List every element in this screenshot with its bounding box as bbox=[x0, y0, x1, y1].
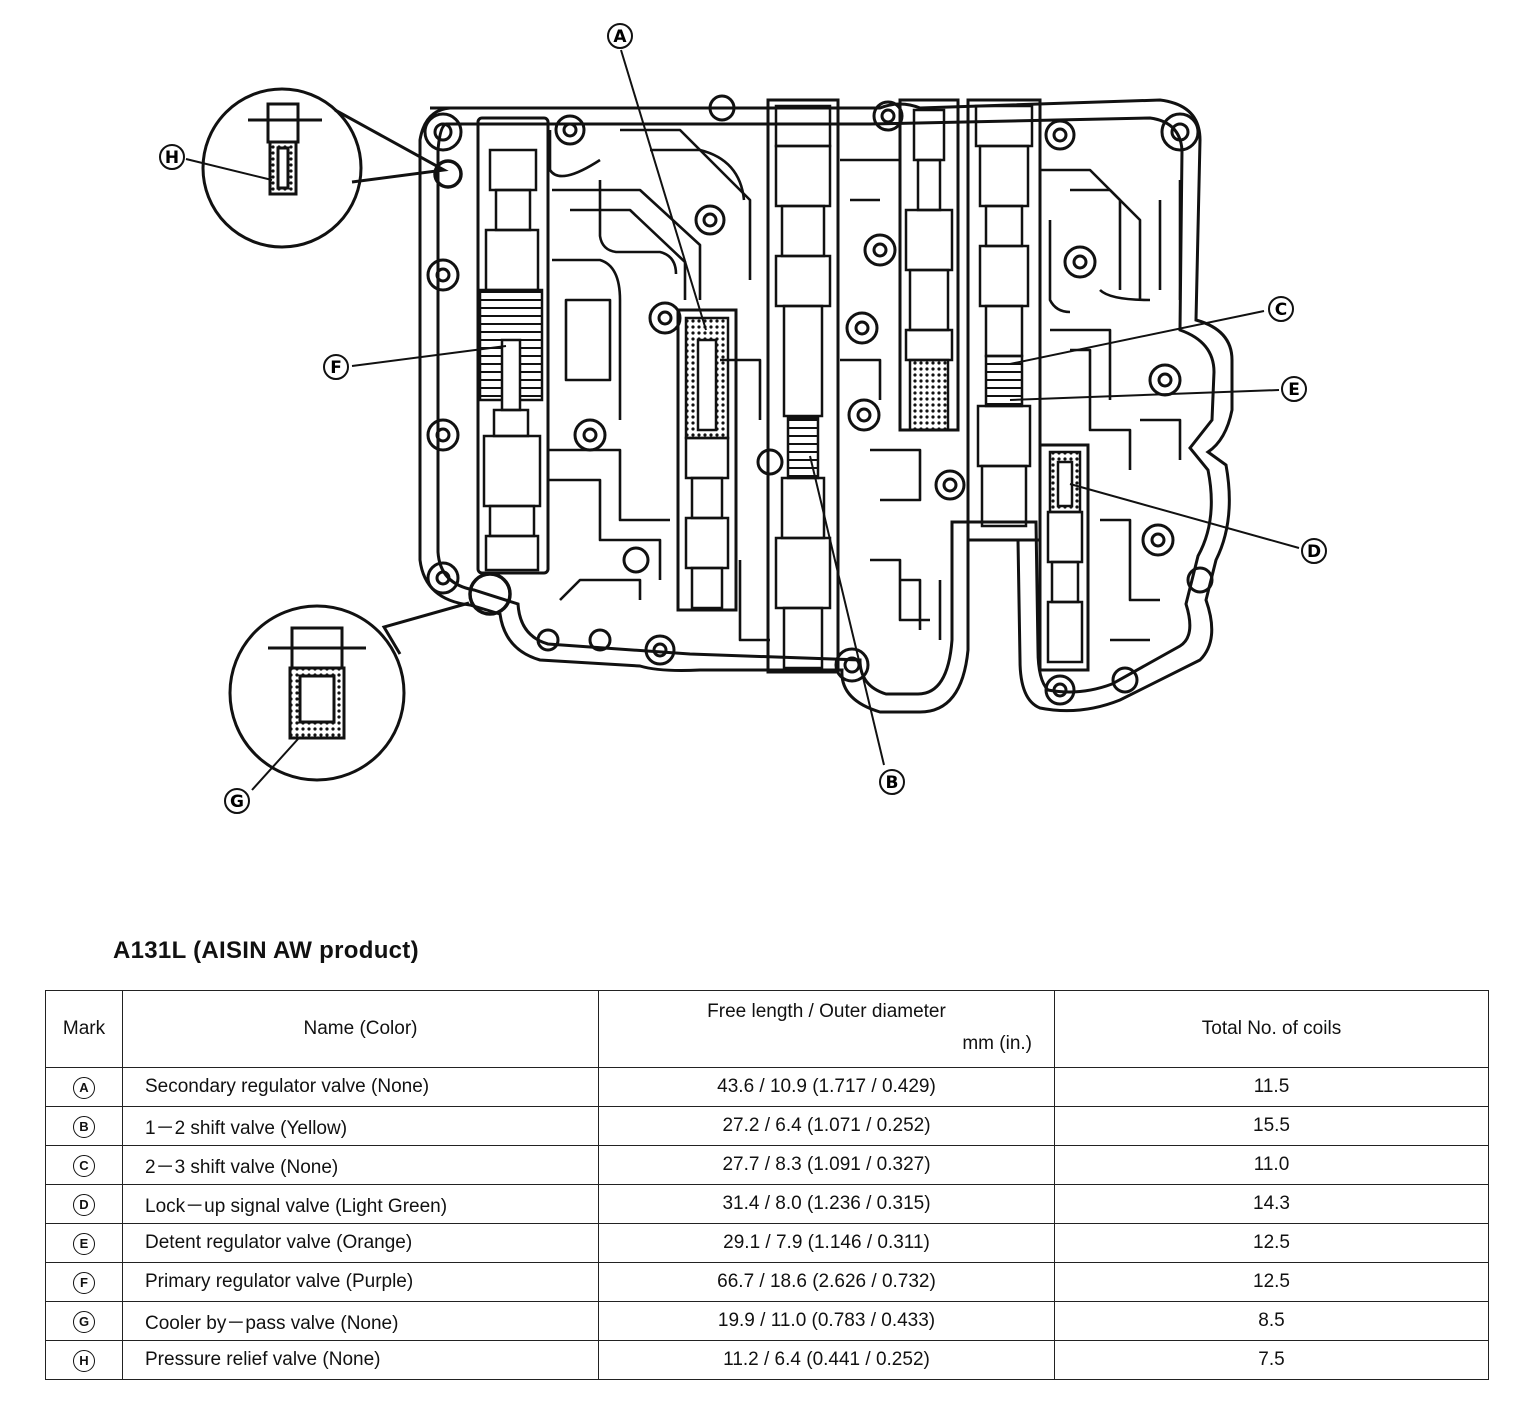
table-title: A131L (AISIN AW product) bbox=[113, 937, 419, 964]
row-name: 2－3 shift valve (None) bbox=[122, 1145, 599, 1185]
row-name: Cooler by－pass valve (None) bbox=[122, 1301, 599, 1341]
primary-regulator-valve bbox=[478, 148, 544, 572]
callout-F: F bbox=[323, 354, 349, 380]
row-mark-cell: D bbox=[45, 1184, 123, 1224]
svg-text:H: H bbox=[165, 148, 179, 168]
row-length: 27.2 / 6.4 (1.071 / 0.252) bbox=[598, 1106, 1055, 1146]
row-name: 1－2 shift valve (Yellow) bbox=[122, 1106, 599, 1146]
table-row: H Pressure relief valve (None) 11.2 / 6.… bbox=[45, 1340, 1489, 1380]
row-length: 43.6 / 10.9 (1.717 / 0.429) bbox=[598, 1067, 1055, 1107]
table-row: E Detent regulator valve (Orange) 29.1 /… bbox=[45, 1223, 1489, 1263]
row-coils: 15.5 bbox=[1054, 1106, 1489, 1146]
table-row: F Primary regulator valve (Purple) 66.7 … bbox=[45, 1262, 1489, 1302]
mark-circle: H bbox=[73, 1349, 95, 1372]
bolt-holes bbox=[423, 94, 1214, 706]
svg-text:A: A bbox=[613, 27, 627, 47]
mark-circle: B bbox=[73, 1115, 95, 1138]
row-name: Secondary regulator valve (None) bbox=[122, 1067, 599, 1107]
table-row: D Lock－up signal valve (Light Green) 31.… bbox=[45, 1184, 1489, 1224]
center-valve bbox=[904, 108, 954, 432]
row-mark-cell: F bbox=[45, 1262, 123, 1302]
row-name: Lock－up signal valve (Light Green) bbox=[122, 1184, 599, 1224]
row-mark-cell: H bbox=[45, 1340, 123, 1380]
row-length: 19.9 / 11.0 (0.783 / 0.433) bbox=[598, 1301, 1055, 1341]
svg-text:F: F bbox=[330, 358, 342, 378]
valve-body-diagram: A B C D E F G H bbox=[159, 23, 1327, 814]
row-name: Detent regulator valve (Orange) bbox=[122, 1223, 599, 1263]
row-mark-cell: E bbox=[45, 1223, 123, 1263]
fluid-passages bbox=[548, 128, 1182, 642]
svg-text:E: E bbox=[1288, 380, 1300, 400]
row-coils: 11.0 bbox=[1054, 1145, 1489, 1185]
callout-A: A bbox=[607, 23, 633, 49]
row-coils: 14.3 bbox=[1054, 1184, 1489, 1224]
mark-circle: E bbox=[73, 1232, 95, 1255]
row-mark-cell: G bbox=[45, 1301, 123, 1341]
two-three-shift-valve bbox=[974, 104, 1034, 528]
mark-circle: G bbox=[73, 1310, 95, 1333]
table-row: C 2－3 shift valve (None) 27.7 / 8.3 (1.0… bbox=[45, 1145, 1489, 1185]
header-length-line1: Free length / Outer diameter bbox=[707, 1001, 946, 1022]
callout-G: G bbox=[224, 788, 250, 814]
row-length: 31.4 / 8.0 (1.236 / 0.315) bbox=[598, 1184, 1055, 1224]
mark-circle: C bbox=[73, 1154, 95, 1177]
mark-circle: D bbox=[73, 1193, 95, 1216]
leader-lines bbox=[185, 49, 1300, 791]
header-name: Name (Color) bbox=[122, 990, 599, 1068]
svg-text:G: G bbox=[230, 792, 244, 812]
secondary-regulator-valve bbox=[684, 316, 730, 610]
header-mark: Mark bbox=[45, 990, 123, 1068]
inset-cooler-bypass-valve bbox=[228, 601, 470, 782]
row-length: 66.7 / 18.6 (2.626 / 0.732) bbox=[598, 1262, 1055, 1302]
row-mark-cell: C bbox=[45, 1145, 123, 1185]
header-length: Free length / Outer diameter mm (in.) bbox=[598, 990, 1055, 1068]
header-length-unit: mm (in.) bbox=[962, 1033, 1032, 1054]
row-name: Primary regulator valve (Purple) bbox=[122, 1262, 599, 1302]
row-coils: 11.5 bbox=[1054, 1067, 1489, 1107]
svg-text:D: D bbox=[1307, 542, 1321, 562]
svg-text:C: C bbox=[1275, 300, 1287, 320]
row-length: 29.1 / 7.9 (1.146 / 0.311) bbox=[598, 1223, 1055, 1263]
valve-body-plate bbox=[418, 98, 1234, 714]
mark-circle: F bbox=[73, 1271, 95, 1294]
mark-circle: A bbox=[73, 1076, 95, 1099]
callout-C: C bbox=[1268, 296, 1294, 322]
header-coils: Total No. of coils bbox=[1054, 990, 1489, 1068]
callout-E: E bbox=[1281, 376, 1307, 402]
spring-spec-table: Mark Name (Color) Free length / Outer di… bbox=[45, 990, 1489, 1380]
callout-D: D bbox=[1301, 538, 1327, 564]
valve-bores bbox=[476, 98, 1090, 674]
callout-H: H bbox=[159, 144, 185, 170]
row-mark-cell: A bbox=[45, 1067, 123, 1107]
lock-up-signal-valve bbox=[1046, 450, 1084, 664]
table-header-row: Mark Name (Color) Free length / Outer di… bbox=[45, 990, 1489, 1068]
row-length: 11.2 / 6.4 (0.441 / 0.252) bbox=[598, 1340, 1055, 1380]
table-row: B 1－2 shift valve (Yellow) 27.2 / 6.4 (1… bbox=[45, 1106, 1489, 1146]
table-row: A Secondary regulator valve (None) 43.6 … bbox=[45, 1067, 1489, 1107]
one-two-shift-valve bbox=[774, 104, 832, 670]
inset-pressure-relief-valve bbox=[201, 87, 449, 249]
table-row: G Cooler by－pass valve (None) 19.9 / 11.… bbox=[45, 1301, 1489, 1341]
row-coils: 8.5 bbox=[1054, 1301, 1489, 1341]
row-coils: 12.5 bbox=[1054, 1262, 1489, 1302]
row-coils: 12.5 bbox=[1054, 1223, 1489, 1263]
callout-B: B bbox=[879, 769, 905, 795]
svg-text:B: B bbox=[886, 773, 899, 793]
row-coils: 7.5 bbox=[1054, 1340, 1489, 1380]
row-name: Pressure relief valve (None) bbox=[122, 1340, 599, 1380]
row-length: 27.7 / 8.3 (1.091 / 0.327) bbox=[598, 1145, 1055, 1185]
row-mark-cell: B bbox=[45, 1106, 123, 1146]
